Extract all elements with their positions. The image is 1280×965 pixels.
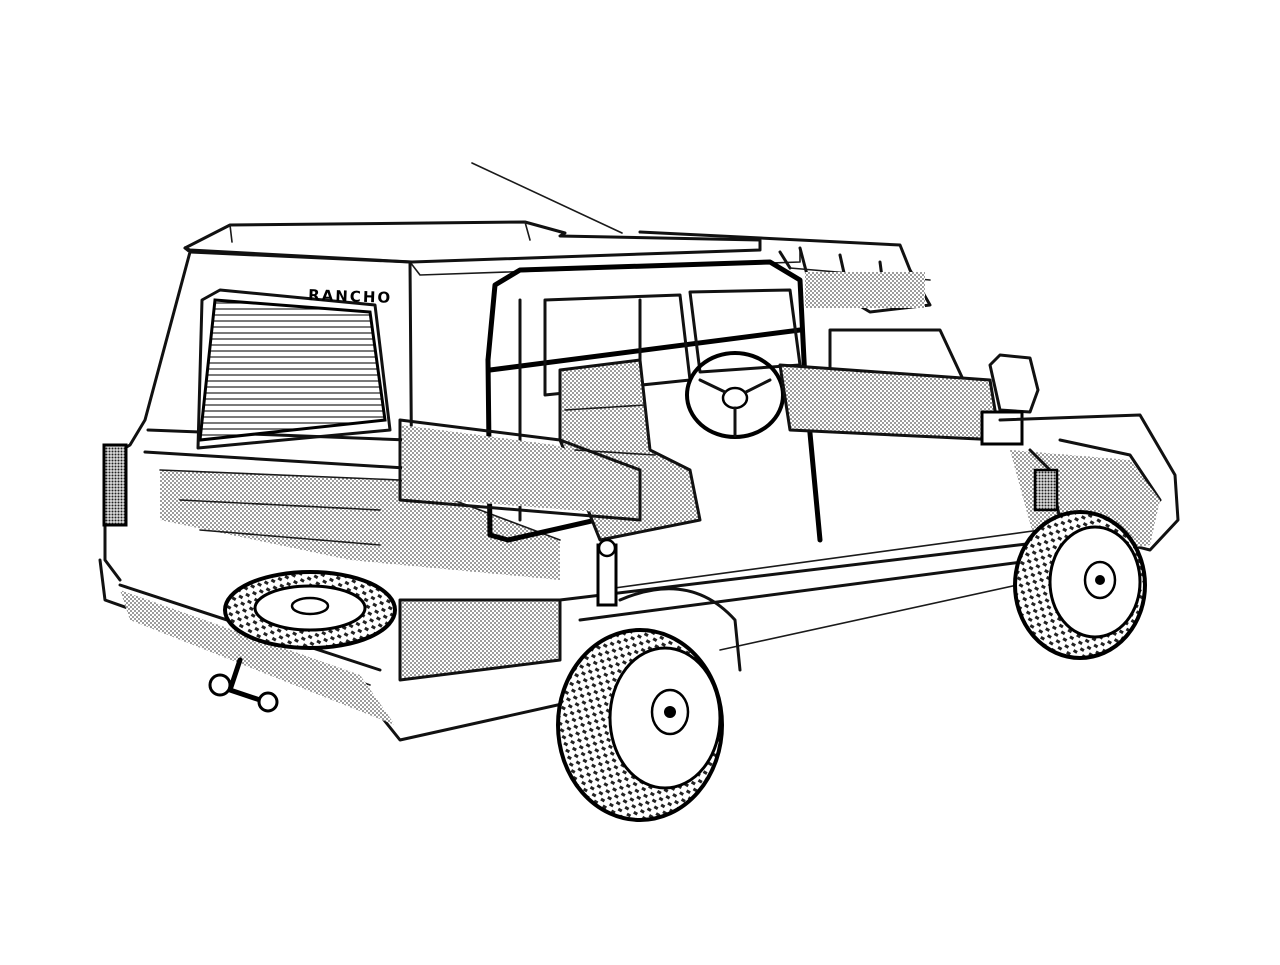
- rear-window: [196, 288, 392, 450]
- roof-rack: [638, 230, 932, 314]
- rancho-badge: RANCHO: [308, 286, 393, 307]
- badge-text: RANCHO: [308, 286, 393, 307]
- tail-light: [102, 443, 128, 527]
- tow-hitch: [208, 657, 279, 713]
- front-wheel: [1013, 510, 1147, 660]
- antenna: [471, 162, 623, 234]
- rear-bench: [398, 418, 642, 522]
- steering-wheel: [685, 351, 785, 439]
- rear-wheel-arch: [618, 587, 742, 672]
- fuel-tank: [398, 598, 562, 682]
- rear-shock-absorber: [596, 538, 618, 607]
- dashboard: [778, 363, 1002, 442]
- side-mirror: [980, 353, 1040, 446]
- rear-wheel: [556, 628, 724, 822]
- roof-panel: [183, 220, 801, 276]
- spare-tyre: [223, 570, 397, 650]
